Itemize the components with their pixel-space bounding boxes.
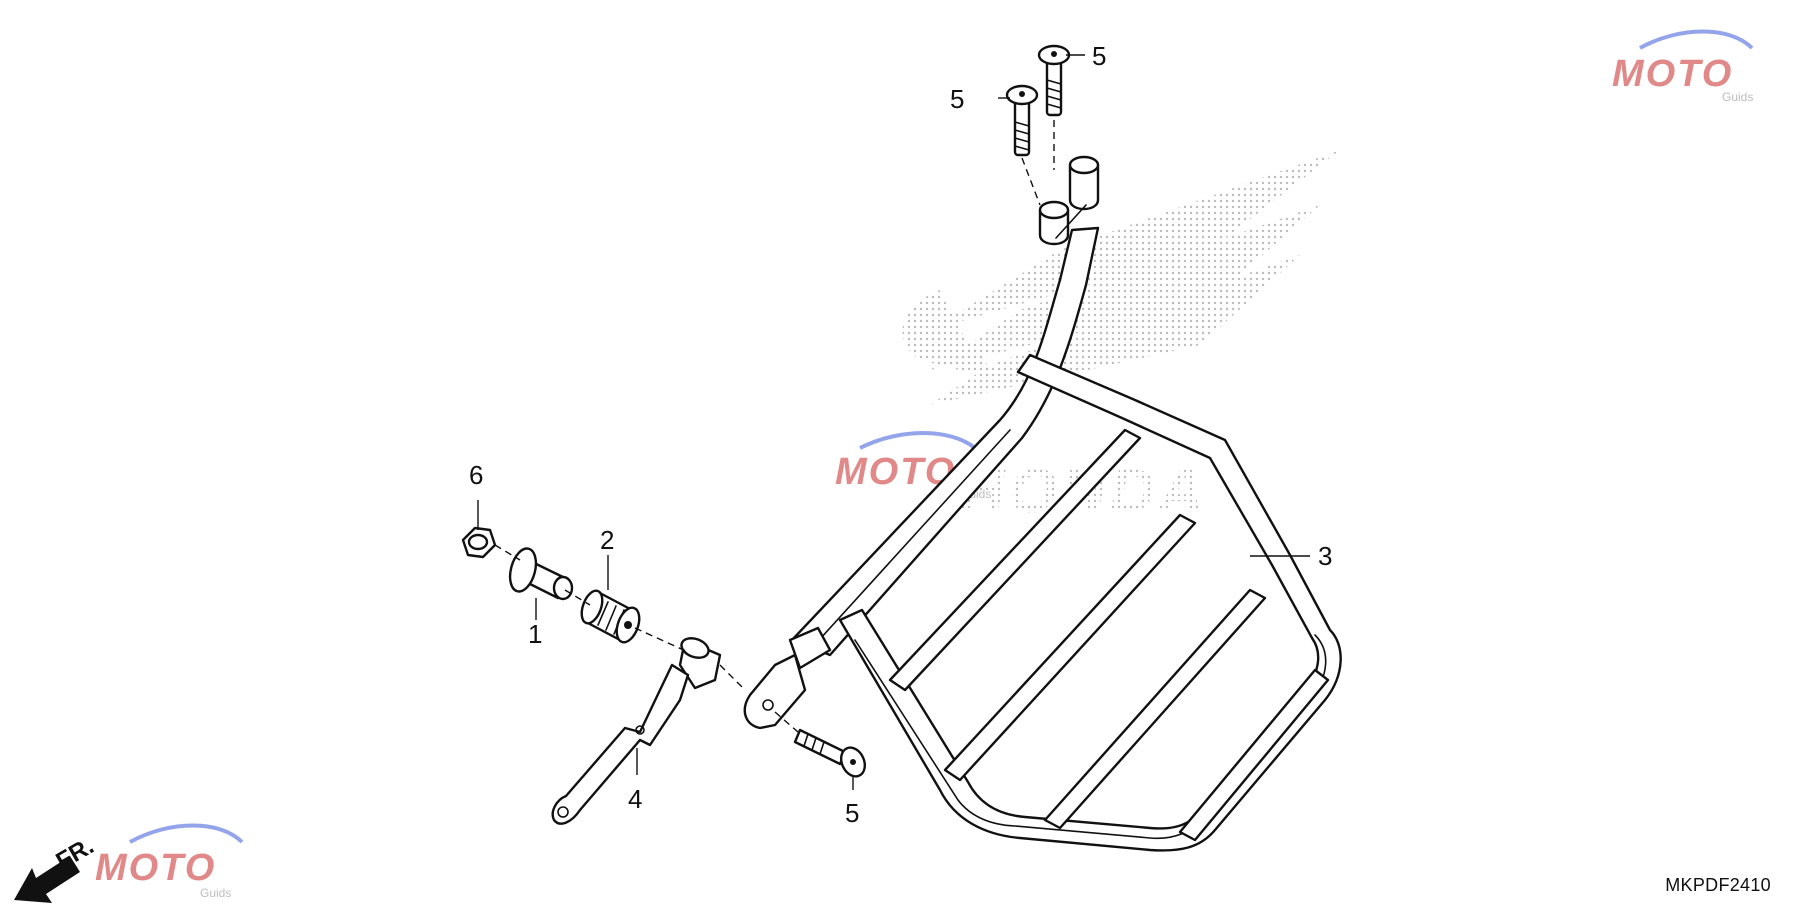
- callouts: 5 5 6 2 1 3 4 5: [469, 41, 1332, 828]
- callout-3: 3: [1318, 541, 1332, 571]
- moto-watermark-top-right: MOTO Guids: [1612, 29, 1754, 104]
- watermark-sub-top: Guids: [1722, 90, 1753, 104]
- callout-5-upper-left: 5: [950, 84, 964, 114]
- leader-lines: [477, 54, 1310, 790]
- collar[interactable]: [506, 546, 574, 601]
- bolt-upper-left[interactable]: [1005, 84, 1039, 157]
- watermark-sub-bottom: Guids: [200, 886, 231, 900]
- front-arrow-icon: [14, 856, 80, 903]
- nut[interactable]: [461, 526, 497, 559]
- callout-2: 2: [600, 525, 614, 555]
- bolt-upper-right[interactable]: [1037, 44, 1071, 117]
- watermark-brand-center: MOTO: [835, 451, 956, 493]
- callout-1: 1: [528, 619, 542, 649]
- moto-watermark-bottom-left: MOTO Guids: [95, 823, 244, 900]
- watermark-brand-bottom: MOTO: [95, 847, 216, 889]
- upper-mount-bosses: [1038, 155, 1100, 246]
- callout-6: 6: [469, 460, 483, 490]
- callout-5-upper-right: 5: [1092, 41, 1106, 71]
- watermark-brand-top: MOTO: [1612, 53, 1733, 95]
- rear-carrier-frame: [743, 155, 1342, 852]
- honda-wing-watermark: HONDA: [902, 150, 1340, 526]
- bolt-lower[interactable]: [793, 728, 869, 780]
- assembly-lines: [494, 120, 1055, 733]
- front-direction-indicator: FR.: [14, 832, 98, 903]
- stay-bracket[interactable]: [551, 635, 722, 825]
- callout-4: 4: [628, 784, 642, 814]
- callout-5-lower: 5: [845, 798, 859, 828]
- rubber-damper[interactable]: [578, 588, 644, 645]
- drawing-code: MKPDF2410: [1665, 875, 1771, 895]
